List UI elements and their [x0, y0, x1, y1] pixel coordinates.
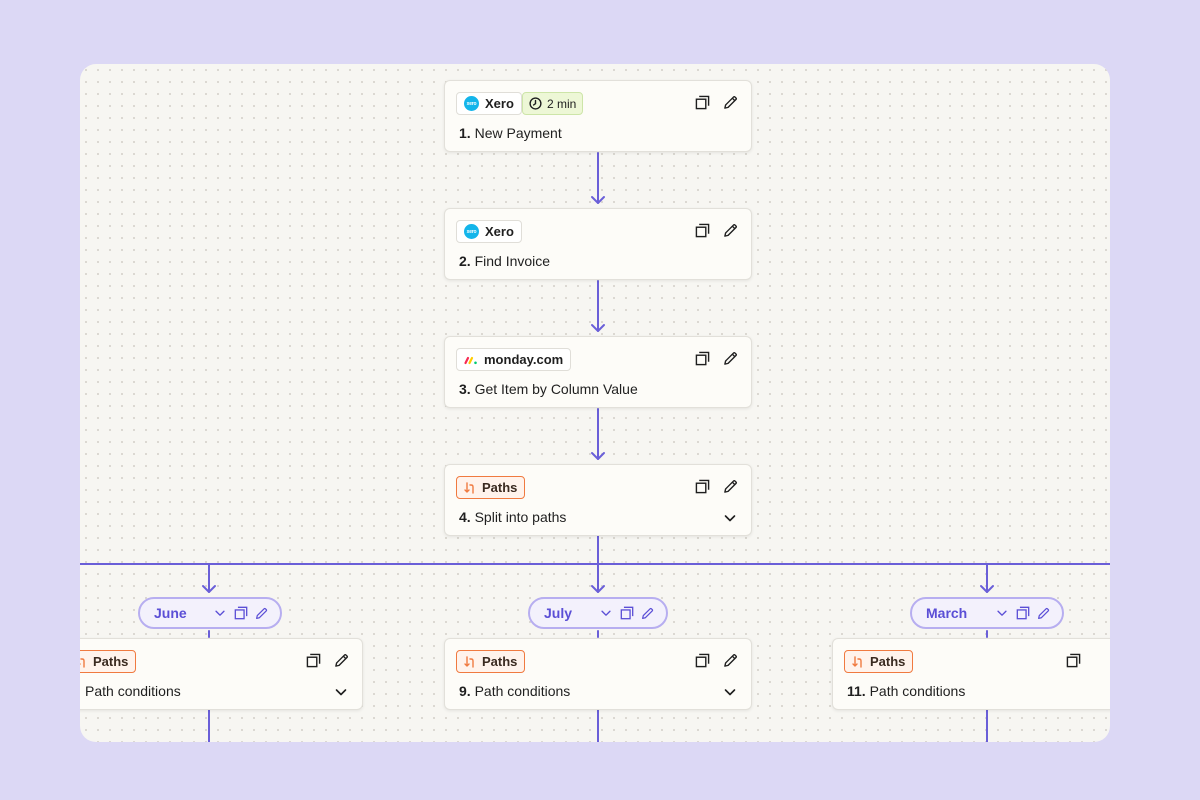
- app-badge: xero Xero: [456, 220, 522, 243]
- paths-icon: [80, 657, 85, 668]
- step-number: 4.: [459, 509, 471, 525]
- step-title: Path conditions: [85, 683, 181, 699]
- step-number: 3.: [459, 381, 471, 397]
- duplicate-icon[interactable]: [620, 606, 634, 620]
- step-card-2[interactable]: xero Xero 2. Find Invoice: [444, 208, 752, 280]
- app-name: monday.com: [484, 352, 564, 367]
- time-badge: 2 min: [522, 92, 584, 115]
- edit-icon[interactable]: [722, 222, 738, 238]
- workflow-canvas[interactable]: xero Xero 2 min 1. New Payment xero Xero…: [80, 64, 1110, 742]
- monday-logo-icon: [464, 356, 477, 364]
- edit-icon[interactable]: [722, 94, 738, 110]
- duplicate-icon[interactable]: [694, 94, 710, 110]
- step-title: 9. Path conditions: [459, 683, 570, 699]
- paths-badge: Paths: [456, 476, 526, 499]
- edit-icon[interactable]: [255, 607, 268, 620]
- clock-icon: [529, 97, 542, 110]
- edit-icon[interactable]: [722, 350, 738, 366]
- chevron-down-icon[interactable]: [213, 606, 227, 620]
- step-title-text: Split into paths: [474, 509, 567, 525]
- step-title-text: Path conditions: [474, 683, 571, 699]
- path-label: July: [544, 605, 573, 621]
- chevron-down-icon[interactable]: [333, 684, 349, 700]
- paths-icon: [852, 655, 862, 668]
- step-title: 2. Find Invoice: [459, 253, 550, 269]
- edit-icon[interactable]: [641, 607, 654, 620]
- app-name: Paths: [870, 654, 906, 669]
- path-conditions-card-march[interactable]: Paths 11. Path conditions: [832, 638, 1110, 710]
- step-number: 11.: [847, 683, 866, 699]
- step-card-3[interactable]: monday.com 3. Get Item by Column Value: [444, 336, 752, 408]
- step-title-text: New Payment: [474, 125, 562, 141]
- path-pill-march[interactable]: March: [910, 597, 1064, 629]
- path-label: June: [154, 605, 187, 621]
- time-label: 2 min: [547, 96, 577, 111]
- edit-icon[interactable]: [722, 478, 738, 494]
- edit-icon[interactable]: [1037, 607, 1050, 620]
- paths-badge: Paths: [456, 650, 526, 673]
- chevron-down-icon[interactable]: [995, 606, 1009, 620]
- connectors: [80, 152, 1110, 742]
- paths-badge: Paths: [80, 650, 137, 673]
- duplicate-icon[interactable]: [1016, 606, 1030, 620]
- step-title: 4. Split into paths: [459, 509, 566, 525]
- app-name: Paths: [482, 480, 518, 495]
- duplicate-icon[interactable]: [694, 652, 710, 668]
- step-title: 3. Get Item by Column Value: [459, 381, 638, 397]
- app-name: Xero: [485, 96, 514, 111]
- duplicate-icon[interactable]: [694, 222, 710, 238]
- duplicate-icon[interactable]: [694, 478, 710, 494]
- path-conditions-card-july[interactable]: Paths 9. Path conditions: [444, 638, 752, 710]
- app-badge: xero Xero: [456, 92, 522, 115]
- xero-logo-icon: xero: [464, 96, 479, 111]
- edit-icon[interactable]: [722, 652, 738, 668]
- duplicate-icon[interactable]: [694, 350, 710, 366]
- step-title: 1. New Payment: [459, 125, 562, 141]
- step-title-text: Get Item by Column Value: [474, 381, 638, 397]
- step-title-text: Path conditions: [869, 683, 966, 699]
- app-name: Paths: [93, 654, 129, 669]
- duplicate-icon[interactable]: [305, 652, 321, 668]
- app-name: Paths: [482, 654, 518, 669]
- paths-badge: Paths: [844, 650, 914, 673]
- step-card-4[interactable]: Paths 4. Split into paths: [444, 464, 752, 536]
- step-title-text: Path conditions: [85, 683, 181, 699]
- path-pill-june[interactable]: June: [138, 597, 282, 629]
- step-title-text: Find Invoice: [474, 253, 551, 269]
- step-number: 9.: [459, 683, 471, 699]
- paths-icon: [464, 481, 474, 494]
- duplicate-icon[interactable]: [234, 606, 248, 620]
- app-badge: monday.com: [456, 348, 572, 371]
- path-conditions-card-june[interactable]: Paths Path conditions: [80, 638, 363, 710]
- edit-icon[interactable]: [333, 652, 349, 668]
- step-number: 2.: [459, 253, 471, 269]
- step-title: 11. Path conditions: [847, 683, 965, 699]
- duplicate-icon[interactable]: [1065, 652, 1081, 668]
- path-pill-july[interactable]: July: [528, 597, 668, 629]
- app-name: Xero: [485, 224, 514, 239]
- step-card-1[interactable]: xero Xero 2 min 1. New Payment: [444, 80, 752, 152]
- chevron-down-icon[interactable]: [599, 606, 613, 620]
- chevron-down-icon[interactable]: [722, 510, 738, 526]
- paths-icon: [464, 655, 474, 668]
- chevron-down-icon[interactable]: [722, 684, 738, 700]
- path-label: March: [926, 605, 968, 621]
- xero-logo-icon: xero: [464, 224, 479, 239]
- step-number: 1.: [459, 125, 471, 141]
